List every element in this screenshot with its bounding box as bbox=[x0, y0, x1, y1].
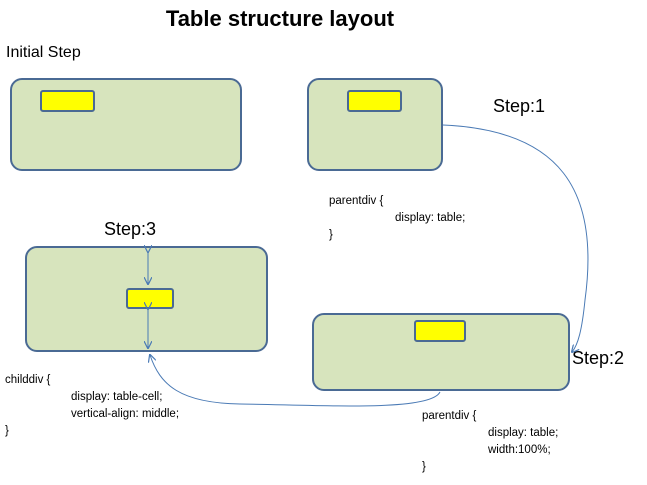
initial-child-box bbox=[40, 90, 95, 112]
code-close: } bbox=[422, 461, 426, 473]
code-line: width:100%; bbox=[488, 444, 551, 456]
step1-child-box bbox=[347, 90, 402, 112]
code-line: display: table; bbox=[395, 212, 466, 224]
step3-parent-box bbox=[25, 246, 268, 352]
step2-child-box bbox=[414, 320, 466, 342]
step2-parent-box bbox=[312, 313, 570, 391]
code-selector: parentdiv { bbox=[422, 410, 477, 422]
step1-css-code: parentdiv { display: table; } bbox=[329, 193, 465, 244]
code-selector: childdiv { bbox=[5, 374, 51, 386]
step2-label: Step:2 bbox=[572, 348, 625, 368]
step1-parent-box bbox=[307, 78, 443, 171]
step3-css-code: childdiv { display: table-cell; vertical… bbox=[5, 372, 179, 440]
step1-label: Step:1 bbox=[493, 96, 546, 116]
code-line: display: table; bbox=[488, 427, 559, 439]
code-close: } bbox=[5, 425, 9, 437]
code-line: vertical-align: middle; bbox=[71, 408, 180, 420]
step2-css-code: parentdiv { display: table; width:100%; … bbox=[422, 408, 558, 476]
initial-parent-box bbox=[10, 78, 242, 171]
step3-label: Step:3 bbox=[104, 219, 157, 239]
code-close: } bbox=[329, 229, 333, 241]
step3-child-box bbox=[126, 288, 174, 309]
diagram-title: Table structure layout bbox=[165, 6, 395, 31]
initial-step-label: Initial Step bbox=[6, 44, 81, 61]
code-line: display: table-cell; bbox=[71, 391, 163, 403]
code-selector: parentdiv { bbox=[329, 195, 384, 207]
